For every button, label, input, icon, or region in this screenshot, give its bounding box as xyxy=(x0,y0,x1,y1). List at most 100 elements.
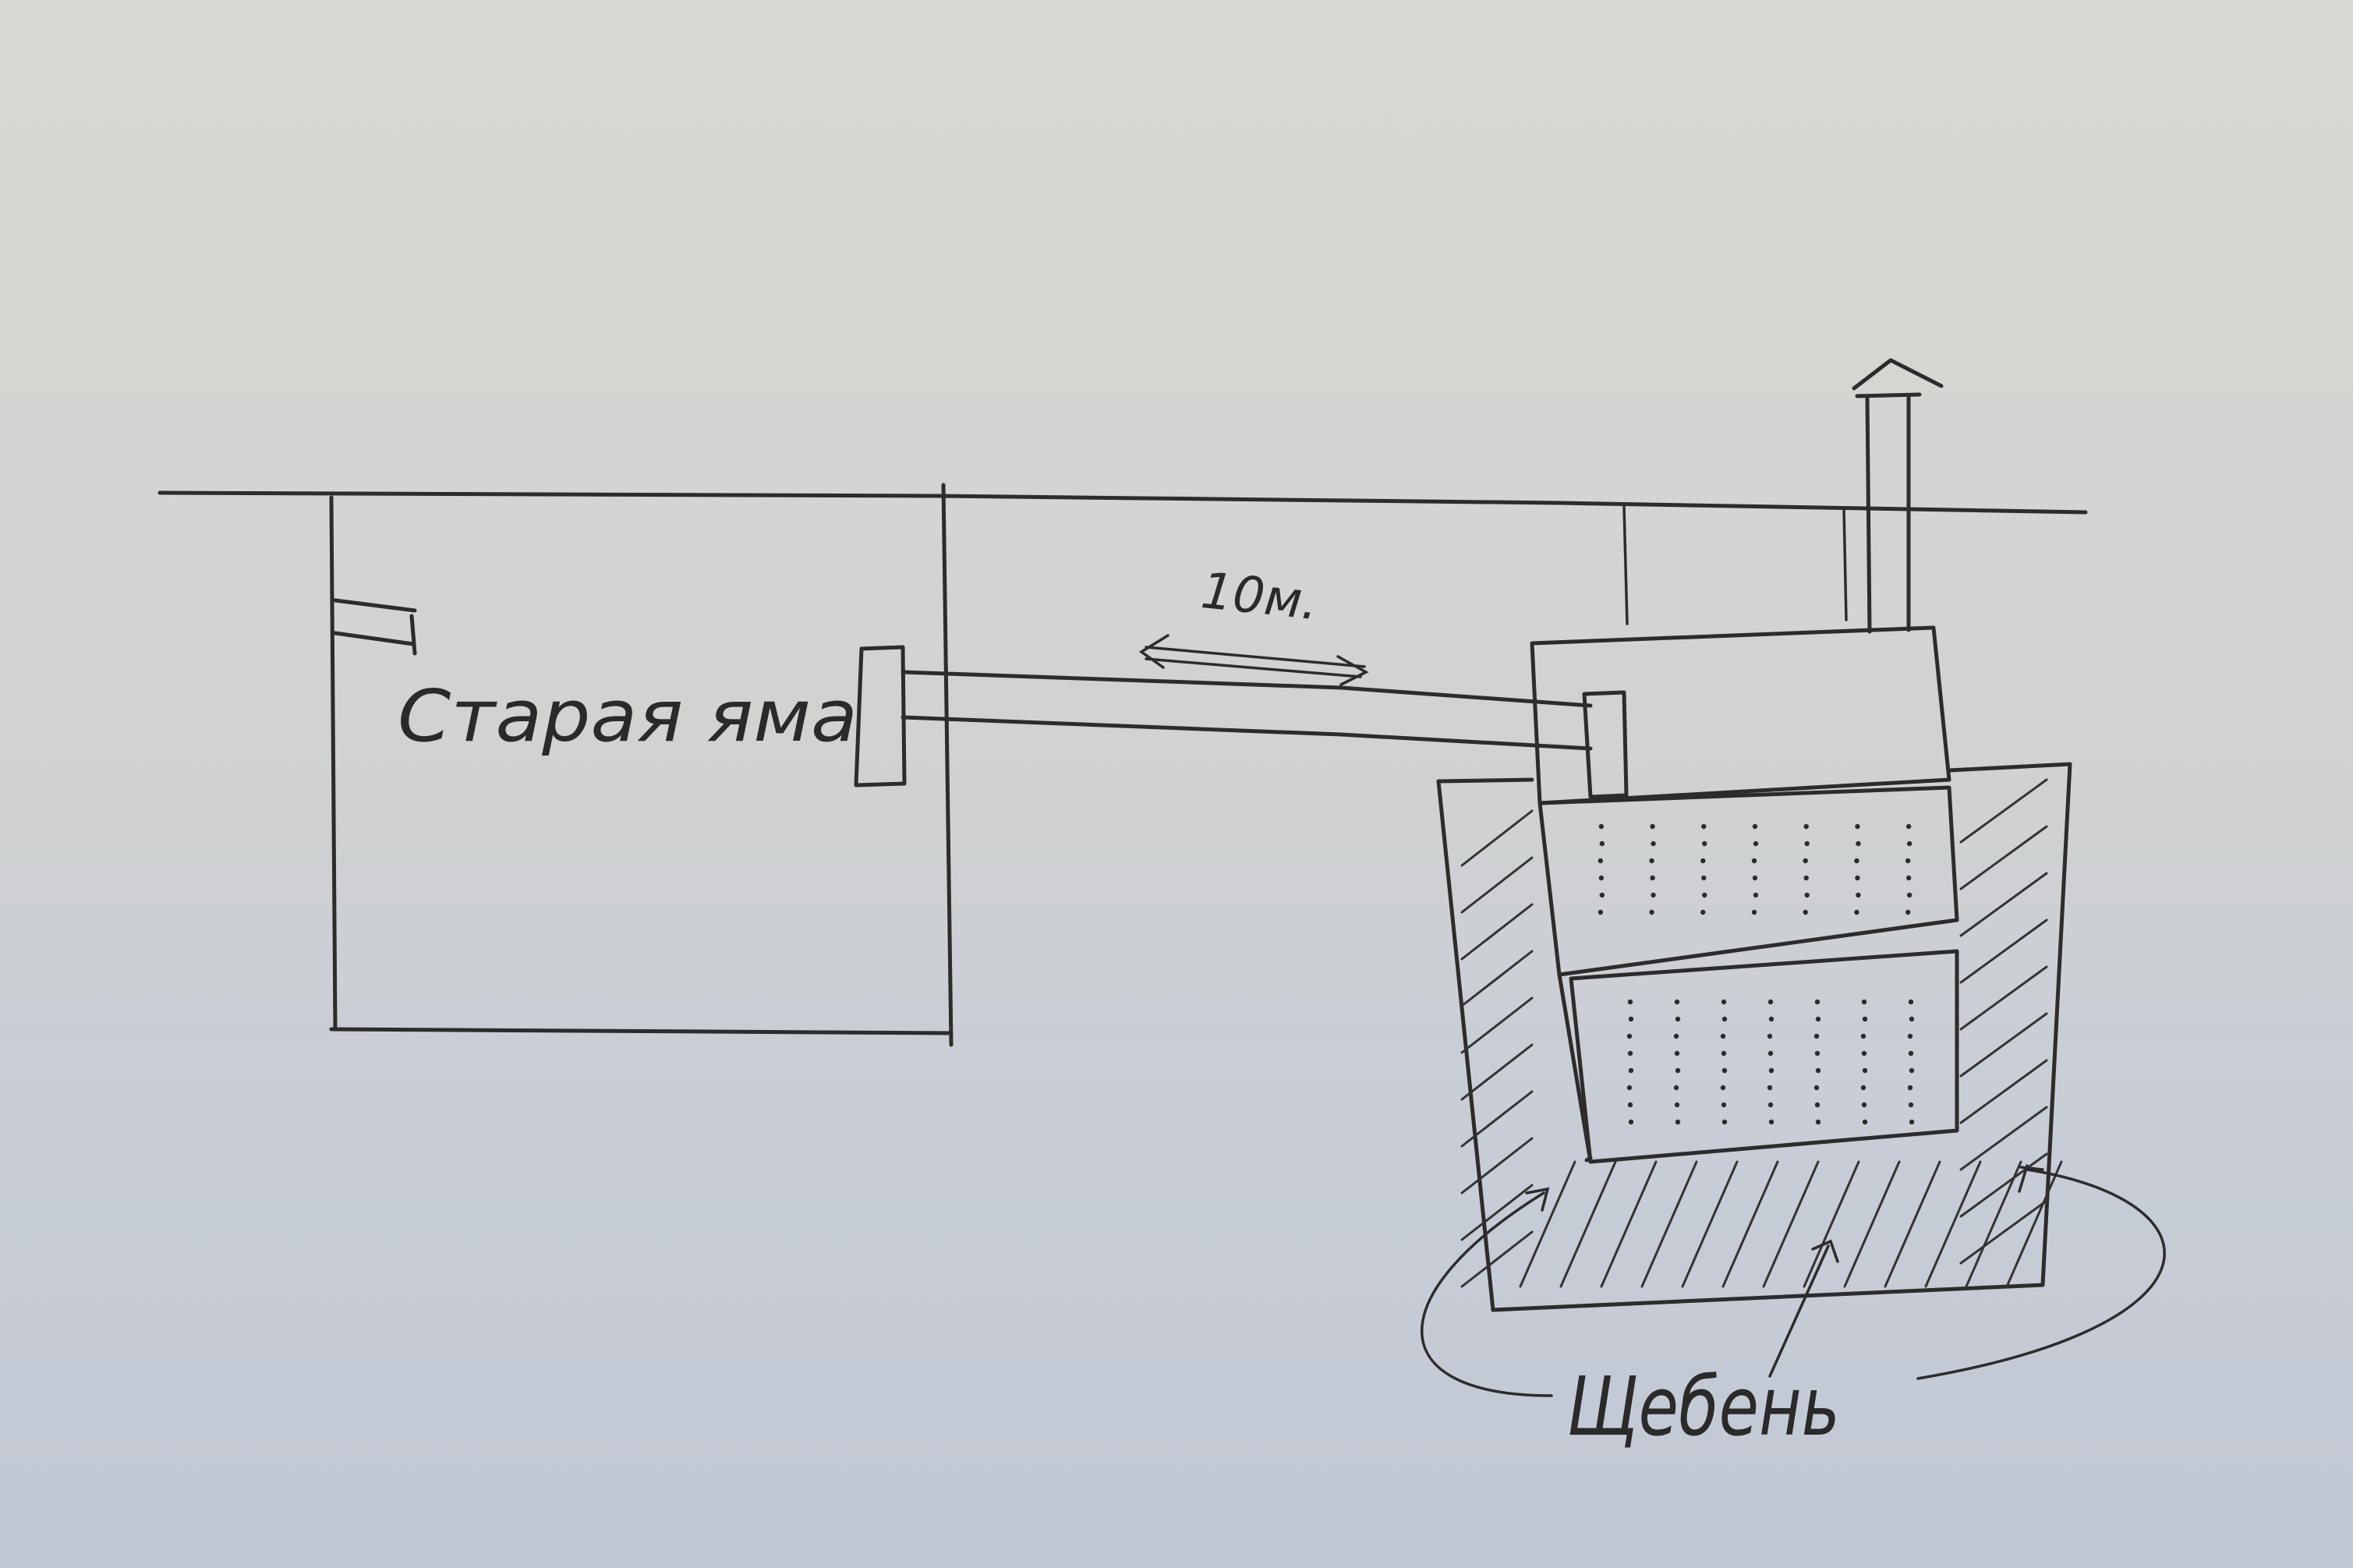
perforation-dot xyxy=(1650,875,1655,881)
hatch-line xyxy=(1843,1160,1901,1288)
perforation-dot xyxy=(1855,823,1860,830)
hatch-line xyxy=(1959,872,2048,937)
perforation-dot xyxy=(1649,858,1654,864)
perforation-dot xyxy=(1674,999,1680,1005)
hatch-line xyxy=(1762,1160,1820,1288)
perforation-dot xyxy=(1627,1102,1633,1108)
perforation-dot xyxy=(1814,1102,1820,1108)
perforation-dot xyxy=(1909,1119,1915,1125)
perforation-dot xyxy=(1906,892,1912,898)
gravel-hatching xyxy=(1460,778,2063,1288)
gravel-label: Щебень xyxy=(1567,1359,1840,1454)
hatch-line xyxy=(1924,1160,1982,1288)
perforation-dot xyxy=(1651,892,1656,898)
perforation-dot xyxy=(1675,1119,1681,1125)
ground-post xyxy=(1622,505,1629,625)
perforation-dot xyxy=(1815,1016,1821,1022)
perforation-dot xyxy=(1721,1067,1728,1074)
perforation-dot xyxy=(1673,1085,1679,1091)
hatch-line xyxy=(1460,1184,1534,1241)
perforation-dot xyxy=(1908,999,1914,1005)
hatch-line xyxy=(1681,1160,1739,1288)
hatch-line xyxy=(1884,1160,1941,1288)
perforation-dot xyxy=(1908,1050,1914,1057)
perforation-dot xyxy=(1651,841,1656,847)
distance-arrow xyxy=(1138,634,1369,686)
old-pit-label: Старая яма xyxy=(398,674,858,758)
perforation-dot xyxy=(1649,909,1654,915)
hatch-line xyxy=(1721,1160,1779,1288)
perforation-dot xyxy=(1753,892,1759,898)
hatch-line xyxy=(1519,1160,1576,1288)
hatch-line xyxy=(1959,965,2048,1031)
perforation-dot xyxy=(1598,875,1605,881)
perforation-dot xyxy=(1909,1067,1915,1074)
hatch-line xyxy=(1959,825,2048,890)
perforation-dot xyxy=(1674,1050,1680,1057)
perforation-dot xyxy=(1861,1050,1867,1057)
perforation-dot xyxy=(1598,823,1605,830)
perforation-dot xyxy=(1856,892,1861,898)
perforation-dot xyxy=(1700,858,1706,864)
perforation-dot xyxy=(1854,858,1859,864)
hatch-line xyxy=(1460,950,1534,1007)
perforation-dot xyxy=(1700,909,1706,915)
perforation-dot xyxy=(1856,841,1861,847)
perforation-dot xyxy=(1721,999,1727,1005)
hatch-line xyxy=(1559,1160,1617,1288)
perforation-dot xyxy=(1862,1016,1868,1022)
perforation-dot xyxy=(1909,1016,1915,1022)
old-pit xyxy=(329,483,954,1047)
perforation-dot xyxy=(1803,909,1808,915)
perforation-dot xyxy=(1905,858,1911,864)
gravel-arrows xyxy=(1421,1164,2166,1397)
perforation-dot xyxy=(1814,999,1820,1005)
perforation-dot xyxy=(1905,909,1911,915)
perforation-dot xyxy=(1753,841,1759,847)
perforation-dot xyxy=(1815,1067,1821,1074)
perforation-dot xyxy=(1701,823,1707,830)
perforation-dot xyxy=(1813,1033,1820,1039)
hatch-line xyxy=(1965,1160,2022,1288)
perforation-dot xyxy=(1673,1033,1679,1039)
hatch-line xyxy=(1959,778,2048,844)
perforation-dot xyxy=(1626,1033,1633,1039)
ground-post xyxy=(1842,507,1848,621)
outlet-fitting xyxy=(854,645,907,788)
vent-pipe xyxy=(1852,358,1944,634)
hatch-line xyxy=(1460,1090,1534,1148)
perforation-dot xyxy=(1599,892,1605,898)
perforation-dot xyxy=(1751,858,1757,864)
hatch-line xyxy=(1460,1137,1534,1195)
perforation-dot xyxy=(1599,841,1605,847)
perforation-dot xyxy=(1598,909,1604,915)
perforation-dot xyxy=(1767,1102,1774,1108)
inlet-pipe xyxy=(333,598,417,656)
perforation-dot xyxy=(1906,841,1912,847)
hatch-line xyxy=(1600,1160,1658,1288)
connecting-pipe xyxy=(901,670,1593,751)
perforation-dot xyxy=(1854,909,1859,915)
perforation-dot xyxy=(1813,1085,1820,1091)
perforation-dot xyxy=(1862,1067,1868,1074)
tank-inlet-fitting xyxy=(1582,690,1629,799)
perforation-dot xyxy=(1767,1033,1773,1039)
perforation-dot xyxy=(1907,1085,1913,1091)
perforation-dot xyxy=(1768,1016,1774,1022)
perforation-dot xyxy=(1804,892,1810,898)
hatch-line xyxy=(1803,1160,1860,1288)
perforation-dot xyxy=(1628,1119,1634,1125)
perforation-dot xyxy=(1598,858,1604,864)
perforation-dots xyxy=(1598,823,1915,1125)
perforation-dot xyxy=(1720,1085,1726,1091)
perforation-dot xyxy=(1626,1085,1633,1091)
hatch-line xyxy=(1959,919,2048,984)
hatch-line xyxy=(1460,856,1534,914)
perforation-dot xyxy=(1627,999,1633,1005)
perforation-dot xyxy=(1860,1033,1866,1039)
ground-line xyxy=(157,490,2088,515)
perforation-dot xyxy=(1908,1102,1914,1108)
hatch-line xyxy=(1640,1160,1698,1288)
perforation-dot xyxy=(1768,1119,1774,1125)
